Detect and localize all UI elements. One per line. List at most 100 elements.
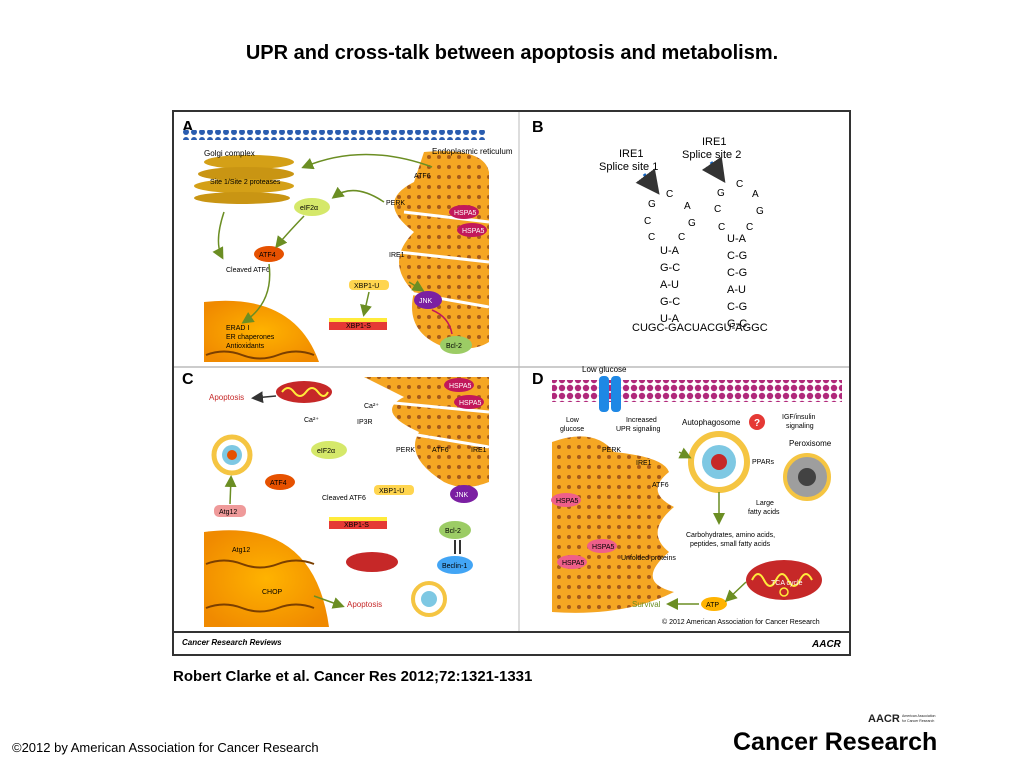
- aacr-mark-figure: AACR: [811, 639, 842, 650]
- atf6-label-d: ATF6: [652, 482, 669, 489]
- golgi-complex: [194, 155, 294, 204]
- perk-label-c: PERK: [396, 447, 415, 454]
- base-pair: G-C: [660, 262, 680, 274]
- ca-label-1: Ca²⁺: [364, 403, 379, 410]
- svg-text:G: G: [756, 206, 764, 217]
- copyright: ©2012 by American Association for Cancer…: [12, 740, 319, 755]
- panel-d-letter: D: [532, 371, 544, 388]
- eif2a-node-a: [294, 198, 330, 216]
- svg-text:A: A: [684, 201, 691, 212]
- membrane-a: [182, 130, 487, 140]
- eif2a-node-c: [311, 441, 347, 459]
- antioxidants-label: Antioxidants: [226, 343, 265, 350]
- beclin-label-c: Beclin-1: [442, 563, 467, 570]
- glucose-transporter-2: [611, 376, 621, 412]
- jnk-node-c: [450, 485, 478, 503]
- svg-text:for Cancer Research: for Cancer Research: [902, 719, 934, 723]
- base-pair: U-A: [660, 313, 680, 325]
- panel-c: C Apoptosis Ca²⁺ Ca²⁺ IP3R HSPA5 HSPA5 P…: [182, 371, 490, 627]
- atf4-label-a: ATF4: [259, 252, 276, 259]
- mitochondrion-c-top: [276, 381, 332, 403]
- base-pair: U-A: [727, 233, 747, 245]
- figure-panel: A Golgi complex Site 1/Site 2 proteases …: [172, 110, 851, 656]
- atg12-gene-label: Atg12: [232, 547, 250, 554]
- nucleus-c: [204, 530, 329, 627]
- atp-node: [701, 597, 727, 611]
- svg-text:C: C: [678, 232, 685, 243]
- hspa5-node-c1: [444, 378, 474, 392]
- er-structure-a: [394, 151, 490, 349]
- slide-title: UPR and cross-talk between apoptosis and…: [245, 42, 779, 64]
- hspa5-label-c2: HSPA5: [459, 400, 482, 407]
- atf4-node-c: [265, 474, 295, 490]
- hspa5-node-d1: [551, 493, 581, 507]
- stem-1: U-A G-C A-U G-C U-A: [660, 245, 680, 325]
- atf4-node-a: [254, 246, 284, 262]
- xbp1u-node-a: [349, 280, 389, 290]
- hspa5-node-d3: [557, 555, 587, 569]
- ca-label-2: Ca²⁺: [304, 417, 319, 424]
- cleaved-atf6-label-c: Cleaved ATF6: [322, 495, 366, 502]
- hspa5-label-c1: HSPA5: [449, 383, 472, 390]
- er-structure-d: [552, 436, 674, 613]
- beclin-node-c: [437, 556, 473, 574]
- base-pair: A-U: [660, 279, 679, 291]
- erad-label: ERAD I: [226, 325, 249, 332]
- atp-label: ATP: [706, 602, 719, 609]
- atg12-node-c: [214, 505, 246, 517]
- perk-label-d: PERK: [602, 447, 621, 454]
- ppars-label: PPARs: [752, 459, 775, 466]
- mitochondrion-c-bottom: [346, 552, 398, 572]
- atf4-label-c: ATF4: [270, 480, 287, 487]
- svg-text:G: G: [648, 199, 656, 210]
- base-pair: G-C: [660, 296, 680, 308]
- base-pair: C-G: [727, 267, 747, 279]
- base-pair: C-G: [727, 250, 747, 262]
- panel-a: A Golgi complex Site 1/Site 2 proteases …: [182, 119, 513, 362]
- ire1-label-c: IRE1: [471, 447, 487, 454]
- atf6-label-c: ATF6: [432, 447, 449, 454]
- golgi-label: Golgi complex: [204, 149, 255, 158]
- survival-label: Survival: [632, 600, 661, 609]
- figure-footer-left: Cancer Research Reviews: [182, 638, 282, 647]
- plasma-membrane-d: [552, 380, 842, 402]
- hspa5-node-c2: [454, 395, 484, 409]
- hspa5-label-d1: HSPA5: [556, 498, 579, 505]
- chop-label: CHOP: [262, 589, 283, 596]
- svg-text:American Association: American Association: [902, 714, 936, 718]
- svg-text:G: G: [717, 188, 725, 199]
- svg-text:?: ?: [754, 418, 760, 429]
- svg-text:AACR: AACR: [868, 713, 900, 725]
- hspa5-label-d3: HSPA5: [562, 560, 585, 567]
- mitochondrion-d: [746, 560, 822, 600]
- svg-text:C: C: [746, 222, 753, 233]
- xbp1s-label-c: XBP1-S: [344, 522, 369, 529]
- hspa5-node-a1: [449, 205, 479, 219]
- er-label: Endoplasmic reticulum: [432, 147, 513, 156]
- apoptosis-bottom-label: Apoptosis: [347, 600, 382, 609]
- rna-sequence: CUGC-GACUACGU-AGGC: [632, 322, 768, 334]
- jnk-node-a: [414, 291, 442, 309]
- bcl2-node-c: [439, 521, 471, 539]
- base-pair: U-A: [660, 245, 680, 257]
- xbp1s-label-a: XBP1-S: [346, 323, 371, 330]
- site-proteases-label: Site 1/Site 2 proteases: [210, 179, 281, 186]
- bcl2-label-a: Bcl-2: [446, 343, 462, 350]
- stem-2: U-AC-GC-GA-UC-GG-C: [727, 233, 747, 330]
- apoptosis-top-label: Apoptosis: [209, 393, 244, 402]
- glucose-transporter-1: [599, 376, 609, 412]
- jnk-label-a: JNK: [419, 298, 433, 305]
- base-pair: G-C: [727, 318, 747, 330]
- unfolded-label: Unfolded proteins: [621, 555, 676, 562]
- er-structure-c: [364, 377, 489, 487]
- bcl2-label-c: Bcl-2: [445, 528, 461, 535]
- perk-label-a: PERK: [386, 200, 405, 207]
- autophagosome-label: Autophagosome: [682, 418, 741, 427]
